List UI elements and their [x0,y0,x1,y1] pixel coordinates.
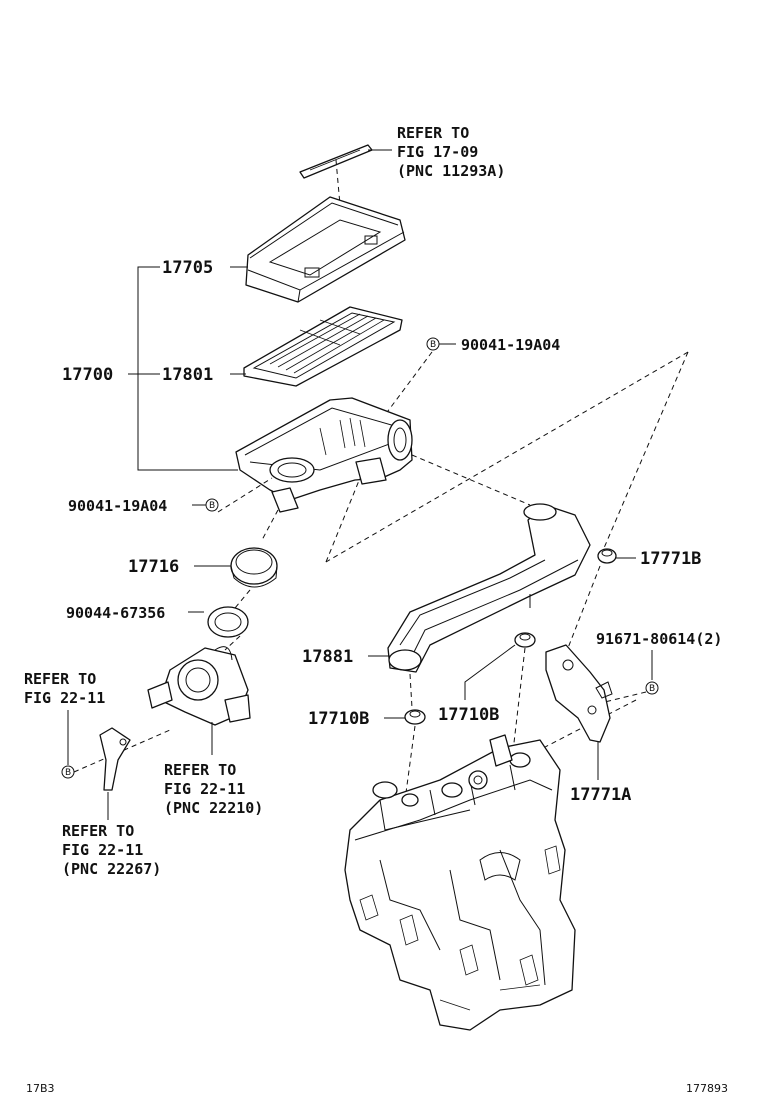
part-17771b-label: 17771B [640,549,701,569]
ref-bottom-left-line1: REFER TO [62,822,134,840]
ref-fig-17-09-sheet [299,144,392,179]
intake-grommet [230,547,278,588]
svg-text:B: B [209,501,215,511]
engine-block [344,734,576,1031]
bolt-marker-b-left: B [205,498,219,512]
part-17716-label: 17716 [128,557,179,577]
ref-throttle-line1: REFER TO [164,761,236,779]
bolt-marker-b-bracket: B [645,681,659,695]
part-bolt-90041-left-label: 90041-19A04 [68,497,167,515]
part-90044-label: 90044-67356 [66,604,165,622]
footer-left-code: 17B3 [26,1082,55,1095]
ref-throttle-line3: (PNC 22210) [164,799,263,817]
grommet-17710b-right [514,632,536,648]
air-filter-element [243,306,403,387]
ref-top-line2: FIG 17-09 [397,143,478,161]
ref-top-line1: REFER TO [397,124,469,142]
part-17710b-left-label: 17710B [308,709,369,729]
svg-text:B: B [430,340,436,350]
part-91671-label: 91671-80614(2) [596,630,722,648]
part-17801-label: 17801 [162,365,213,385]
throttle-body [147,646,251,726]
part-bolt-90041-right-label: 90041-19A04 [461,336,560,354]
ref-bottom-left-line2: FIG 22-11 [62,841,143,859]
part-17881-label: 17881 [302,647,353,667]
part-17705-label: 17705 [162,258,213,278]
air-cleaner-case [235,397,413,513]
part-17771a-label: 17771A [570,785,631,805]
air-cleaner-bracket [545,644,613,743]
ref-top-line3: (PNC 11293A) [397,162,505,180]
grommet-17710b-left [404,709,426,725]
intake-duct-hose [387,503,591,673]
throttle-bracket [99,727,131,791]
ref-bottom-left-line3: (PNC 22267) [62,860,161,878]
part-17700-label: 17700 [62,365,113,385]
air-cleaner-cap [245,196,406,303]
part-17710b-right-label: 17710B [438,705,499,725]
bolt-marker-b-lower-left: B [61,765,75,779]
svg-text:B: B [649,684,655,694]
ref-left-line2: FIG 22-11 [24,689,105,707]
ref-left-line1: REFER TO [24,670,96,688]
svg-text:B: B [65,768,71,778]
grommet-17771b [597,548,617,564]
ref-throttle-line2: FIG 22-11 [164,780,245,798]
throttle-gasket [207,606,249,638]
bolt-marker-b-right: B [426,337,440,351]
footer-right-code: 177893 [686,1082,728,1095]
